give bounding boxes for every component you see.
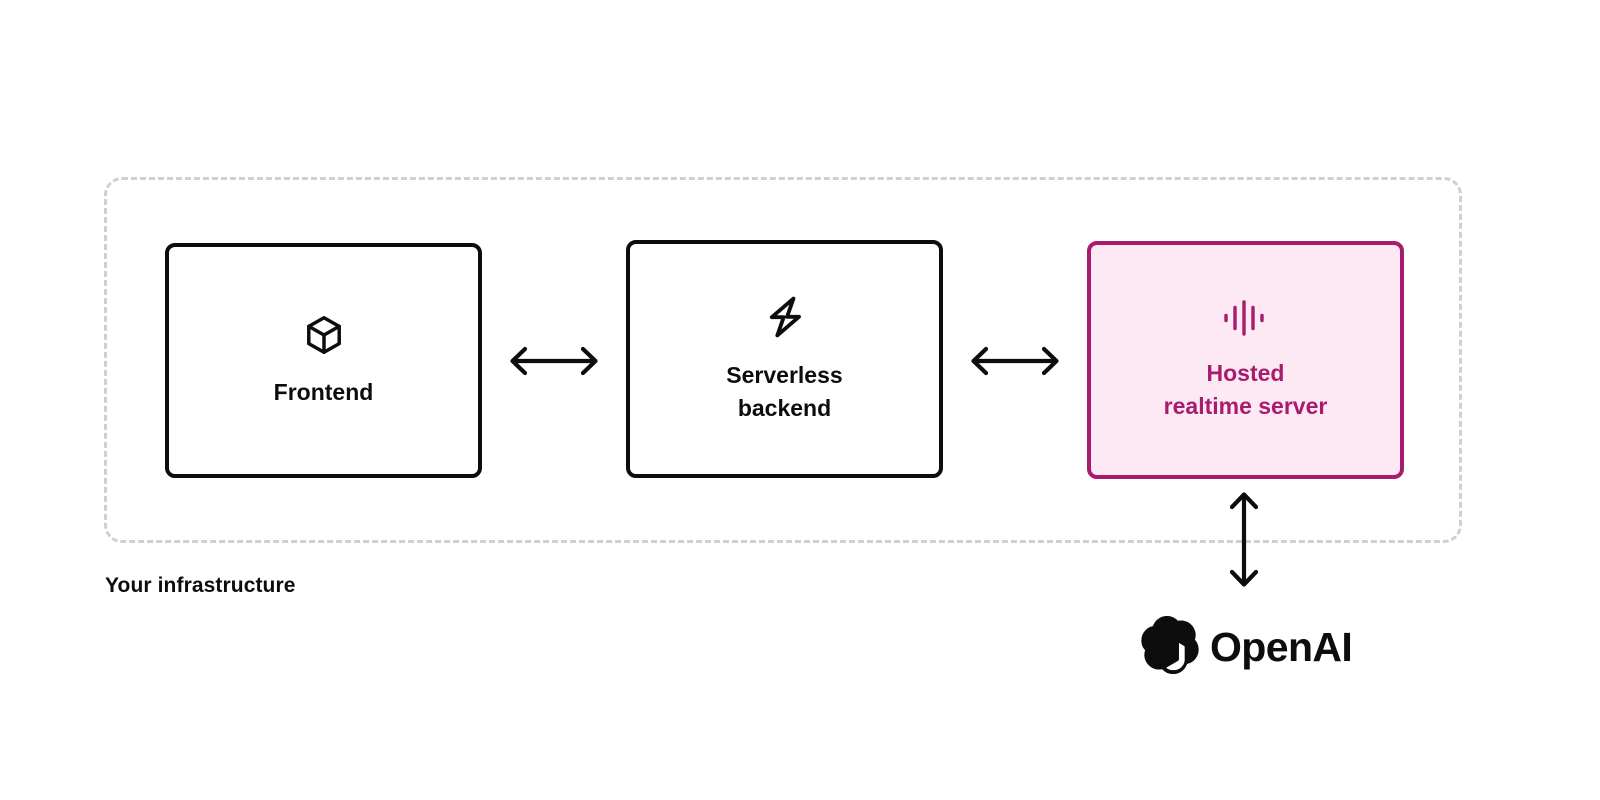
node-frontend-label: Frontend <box>273 378 374 405</box>
connector-backend-to-realtime <box>971 346 1059 376</box>
node-serverless-backend-label: Serverless backend <box>726 361 843 421</box>
connector-frontend-to-backend <box>510 346 598 376</box>
node-hosted-realtime-server-label: Hosted realtime server <box>1163 359 1328 419</box>
openai-blossom-logo <box>1141 616 1199 679</box>
connector-realtime-to-openai <box>1229 492 1259 587</box>
openai-brand-lockup: OpenAI <box>1141 616 1353 679</box>
lightning-bolt-icon <box>762 294 808 345</box>
node-frontend[interactable]: Frontend <box>165 243 482 478</box>
audio-waveform-icon <box>1221 298 1271 343</box>
infrastructure-boundary <box>104 177 1462 543</box>
openai-wordmark: OpenAI <box>1210 624 1353 670</box>
node-hosted-realtime-server[interactable]: Hosted realtime server <box>1087 241 1404 479</box>
node-serverless-backend[interactable]: Serverless backend <box>626 240 943 478</box>
cube-icon <box>302 313 346 362</box>
infrastructure-label: Your infrastructure <box>105 574 296 597</box>
